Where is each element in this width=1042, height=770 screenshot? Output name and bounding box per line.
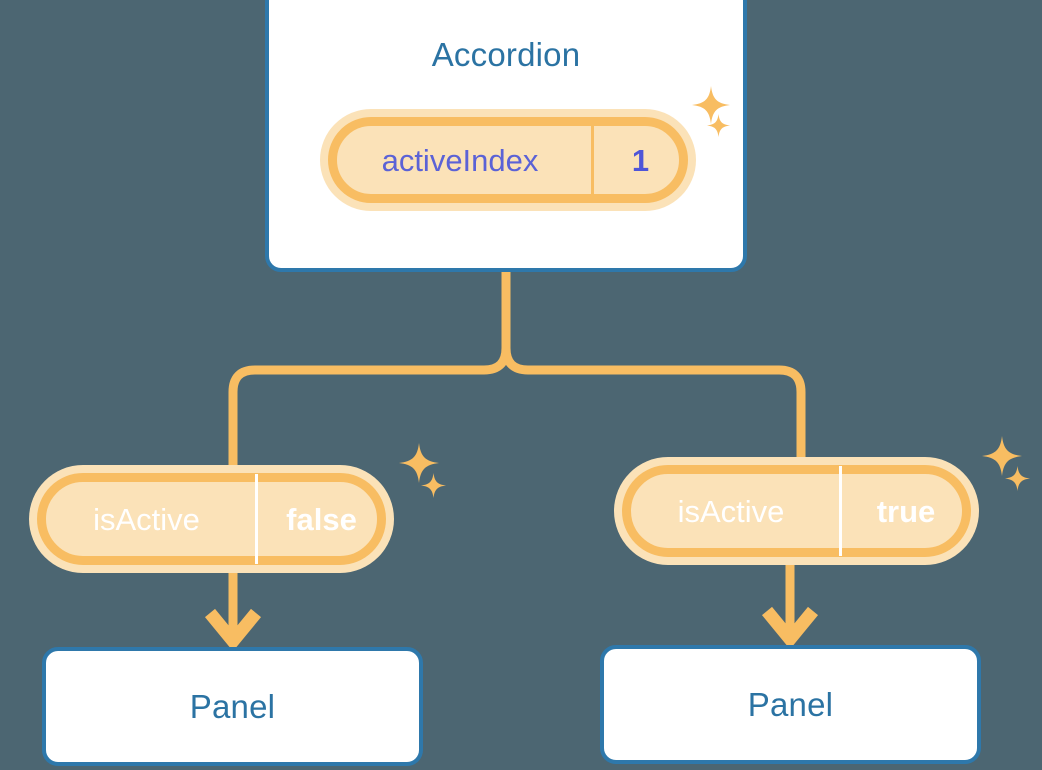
sparkle-icon: [692, 86, 730, 124]
state-pill-is-active-true[interactable]: isActive true: [614, 457, 979, 565]
state-pill-value: false: [286, 501, 357, 537]
state-pill-key: isActive: [38, 474, 258, 564]
sparkle-icon: [982, 436, 1022, 476]
sparkle-icon: [1005, 466, 1030, 491]
connector-branch-left: [228, 343, 511, 475]
component-title-panel: Panel: [189, 688, 276, 725]
connector-branch-right: [501, 343, 806, 467]
state-pill-key: isActive: [623, 466, 842, 556]
component-title-panel: Panel: [747, 686, 834, 723]
state-pill-is-active-false[interactable]: isActive false: [29, 465, 394, 573]
arrow-head-right: [761, 606, 819, 650]
component-title-accordion: Accordion: [431, 36, 581, 73]
state-pill-key: activeIndex: [329, 118, 594, 202]
arrow-head-left: [204, 608, 262, 652]
component-card-panel-right[interactable]: Panel: [600, 645, 981, 764]
sparkle-icon: [421, 473, 446, 498]
state-pill-value: 1: [631, 142, 650, 178]
sparkle-icon: [707, 114, 730, 137]
state-pill-value: true: [876, 493, 936, 529]
state-pill-active-index[interactable]: activeIndex 1: [320, 109, 696, 211]
component-card-panel-left[interactable]: Panel: [42, 647, 423, 766]
